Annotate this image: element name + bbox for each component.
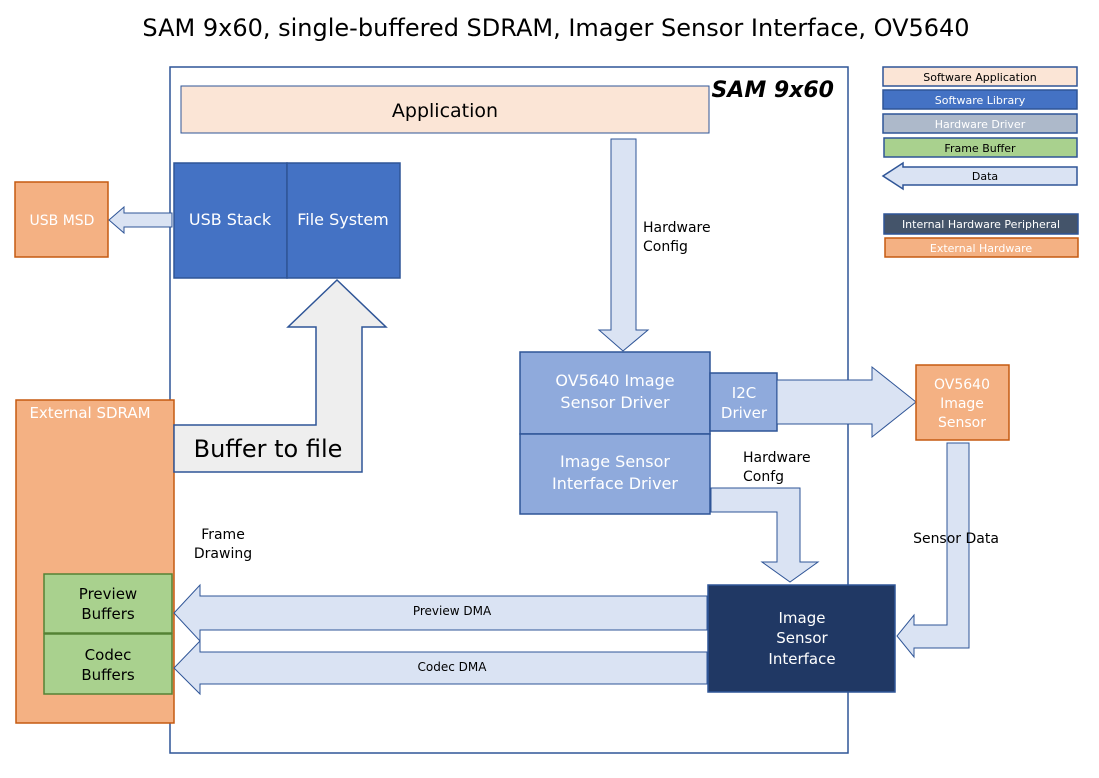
hardware-config-arrow xyxy=(597,138,650,352)
codec-dma-label: Codec DMA xyxy=(418,660,488,674)
preview-buffers-label-line2: Buffers xyxy=(81,605,135,623)
chip-label: SAM 9x60 xyxy=(711,78,834,103)
i2c-driver-block xyxy=(709,372,778,432)
codec-dma-arrow xyxy=(173,639,708,696)
i2c-driver-label-line2: Driver xyxy=(721,404,768,422)
preview-dma-label: Preview DMA xyxy=(413,604,492,618)
legend-frame-buffer-swatch xyxy=(883,137,1078,158)
legend-software-application-swatch xyxy=(882,66,1078,87)
preview-dma-arrow xyxy=(173,583,708,643)
isi-label-line1: Image xyxy=(779,609,826,627)
i2c-driver-label-line1: I2C xyxy=(732,384,756,402)
usb-msd-label: USB MSD xyxy=(30,213,95,229)
ov5640-driver-label-line2: Sensor Driver xyxy=(560,393,670,412)
codec-buffers-label-line1: Codec xyxy=(85,646,132,664)
legend-frame-buffer-label: Frame Buffer xyxy=(944,142,1016,155)
isi-block xyxy=(707,584,896,693)
ov5640-sensor-label-line1: OV5640 xyxy=(934,377,990,393)
preview-buffers-block xyxy=(43,573,173,634)
application-block xyxy=(180,85,710,134)
legend-hardware-driver-label: Hardware Driver xyxy=(935,118,1026,131)
external-sdram-label: External SDRAM xyxy=(29,404,150,422)
legend-data-label: Data xyxy=(972,170,998,183)
legend-external-hw-label: External Hardware xyxy=(930,242,1032,255)
hardware-confg-arrow xyxy=(710,487,820,583)
isi-driver-label-line1: Image Sensor xyxy=(560,452,670,471)
isi-driver-label-line2: Interface Driver xyxy=(552,474,678,493)
hardware-confg-label-line2: Confg xyxy=(743,469,784,485)
usb-stack-block xyxy=(173,162,288,279)
ov5640-driver-label-line1: OV5640 Image xyxy=(555,371,674,390)
preview-buffers-label-line1: Preview xyxy=(79,585,137,603)
usb-stack-to-msd-arrow xyxy=(108,205,173,235)
hardware-confg-label-line1: Hardware xyxy=(743,450,811,466)
ov5640-sensor-label-line2: Image xyxy=(940,396,984,412)
usb-stack-label: USB Stack xyxy=(189,210,272,229)
hardware-config-label-line1: Hardware xyxy=(643,220,711,236)
codec-buffers-block xyxy=(43,633,173,695)
isi-label-line3: Interface xyxy=(768,650,835,668)
sensor-data-label: Sensor Data xyxy=(913,531,999,547)
legend-hardware-driver-swatch xyxy=(882,113,1078,134)
isi-label-line2: Sensor xyxy=(776,629,828,647)
application-label: Application xyxy=(392,100,498,122)
ov5640-sensor-label-line3: Sensor xyxy=(938,415,986,431)
buffer-to-file-label: Buffer to file xyxy=(194,435,343,463)
legend-internal-hw-swatch xyxy=(883,213,1079,235)
legend-internal-hw-label: Internal Hardware Peripheral xyxy=(902,218,1060,231)
isi-driver-block xyxy=(519,433,711,515)
legend: Software Application Software Library Ha… xyxy=(881,66,1079,258)
sensor-data-arrow xyxy=(896,442,970,659)
ov5640-sensor-block xyxy=(915,364,1010,441)
legend-software-library-swatch xyxy=(882,89,1078,110)
diagram-title: SAM 9x60, single-buffered SDRAM, Imager … xyxy=(142,14,969,42)
legend-data-arrow xyxy=(881,161,1078,191)
legend-software-application-label: Software Application xyxy=(923,71,1036,84)
frame-drawing-label-line1: Frame xyxy=(201,527,245,543)
codec-buffers-label-line2: Buffers xyxy=(81,666,135,684)
frame-drawing-label-line2: Drawing xyxy=(194,546,252,562)
hardware-config-label-line2: Config xyxy=(643,239,688,255)
i2c-to-sensor-arrow xyxy=(776,365,917,439)
usb-msd-block xyxy=(14,181,109,258)
file-system-block xyxy=(286,162,401,279)
legend-software-library-label: Software Library xyxy=(935,94,1026,107)
legend-external-hw-swatch xyxy=(884,237,1079,258)
file-system-label: File System xyxy=(297,210,389,229)
buffer-to-file-arrow xyxy=(173,278,388,473)
